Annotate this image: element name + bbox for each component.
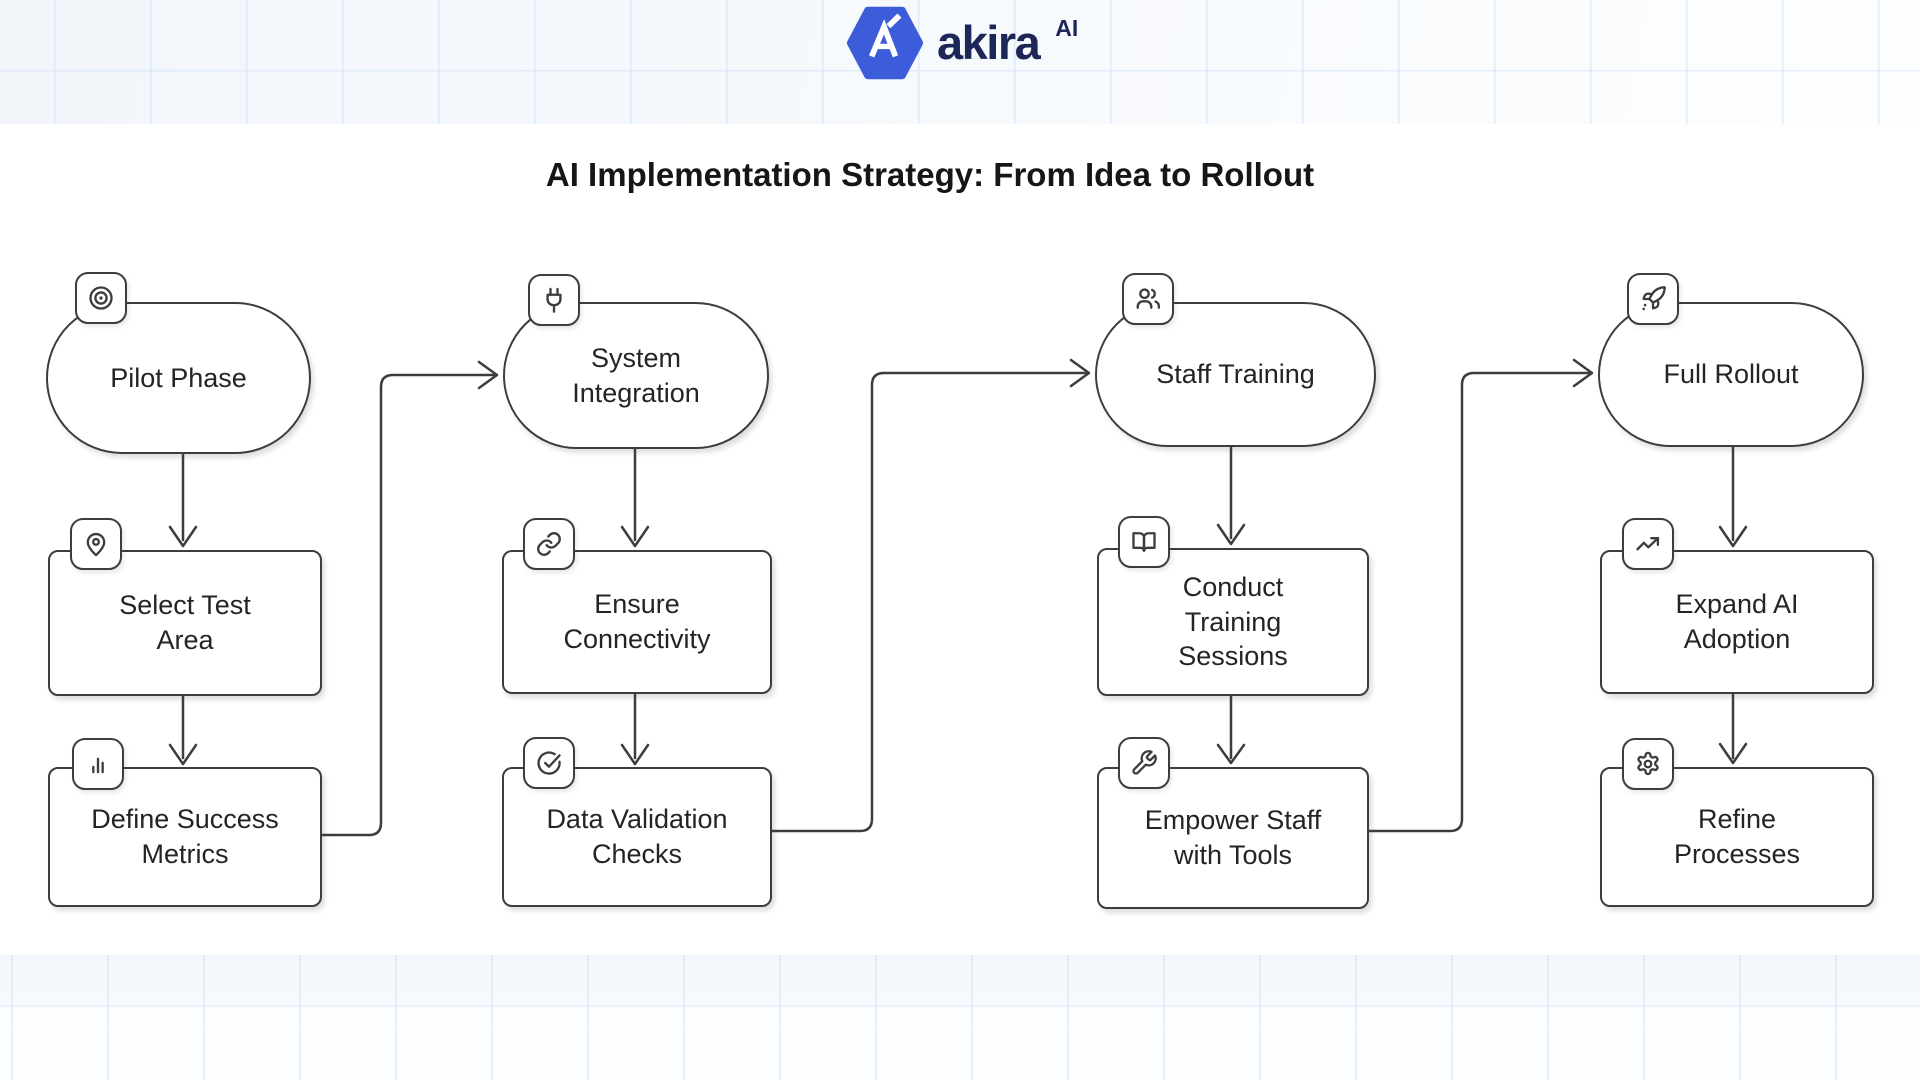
book-open-icon xyxy=(1132,532,1156,552)
diagram-title: AI Implementation Strategy: From Idea to… xyxy=(545,156,1315,193)
step-icon-badge xyxy=(1622,738,1674,790)
node-label: Conduct Training Sessions xyxy=(1178,572,1288,672)
connector-define-to-system xyxy=(316,360,499,837)
stage-icon-badge xyxy=(528,274,580,326)
stage-icon-badge xyxy=(75,272,127,324)
arrow-expand-to-refine xyxy=(1718,690,1748,765)
brand-logo: akira AI xyxy=(846,3,1078,83)
step-node-conduct-training-sessions: Conduct Training Sessions xyxy=(1097,548,1369,696)
step-node-refine-processes: Refine Processes xyxy=(1600,767,1874,907)
step-node-define-success-metrics: Define Success Metrics xyxy=(48,767,322,907)
step-icon-badge xyxy=(523,518,575,570)
stage-icon-badge xyxy=(1122,273,1174,325)
step-icon-badge xyxy=(523,737,575,789)
step-node-select-test-area: Select Test Area xyxy=(48,550,322,696)
step-node-data-validation-checks: Data Validation Checks xyxy=(502,767,772,907)
wrench-icon xyxy=(1132,750,1157,775)
arrow-system-to-ensure xyxy=(620,445,650,548)
step-node-expand-ai-adoption: Expand AI Adoption xyxy=(1600,550,1874,694)
stage-node-full-rollout: Full Rollout xyxy=(1598,302,1864,447)
arrow-conduct-to-empower xyxy=(1216,692,1246,765)
step-icon-badge xyxy=(1118,737,1170,789)
node-label: Refine Processes xyxy=(1673,804,1801,869)
brand-suffix: AI xyxy=(1055,14,1079,41)
step-icon-badge xyxy=(1622,518,1674,570)
node-label: Ensure Connectivity xyxy=(563,589,711,654)
node-label: Full Rollout xyxy=(1663,359,1799,390)
stage-node-pilot-phase: Pilot Phase xyxy=(46,302,311,454)
node-label: System Integration xyxy=(572,342,700,408)
step-node-empower-staff-with-tools: Empower Staff with Tools xyxy=(1097,767,1369,909)
node-label: Pilot Phase xyxy=(110,362,247,393)
plug-icon xyxy=(546,287,562,313)
stage-icon-badge xyxy=(1627,273,1679,325)
stage-node-system-integration: System Integration xyxy=(503,302,769,449)
node-label: Staff Training xyxy=(1156,359,1315,390)
akira-hexagon-icon xyxy=(846,6,924,80)
node-label: Select Test Area xyxy=(119,590,251,655)
arrow-rollout-to-expand xyxy=(1718,443,1748,548)
top-grid-band xyxy=(0,0,1920,124)
node-label: Data Validation Checks xyxy=(546,804,728,869)
arrow-select-to-define xyxy=(168,692,198,766)
map-pin-icon xyxy=(86,532,106,557)
brand-name: akira xyxy=(937,16,1041,69)
connector-validation-to-staff xyxy=(766,358,1091,833)
bottom-grid-band xyxy=(0,955,1920,1080)
step-icon-badge xyxy=(1118,516,1170,568)
rocket-icon xyxy=(1642,286,1666,311)
step-icon-badge xyxy=(72,738,124,790)
node-label: Define Success Metrics xyxy=(91,804,279,869)
target-icon xyxy=(89,286,113,310)
arrow-ensure-to-validation xyxy=(620,690,650,766)
arrow-pilot-to-select xyxy=(168,450,198,548)
link-icon xyxy=(537,532,561,556)
users-icon xyxy=(1136,288,1161,309)
arrow-staff-to-conduct xyxy=(1216,443,1246,546)
stage-node-staff-training: Staff Training xyxy=(1095,302,1376,447)
step-icon-badge xyxy=(70,518,122,570)
node-label: Empower Staff with Tools xyxy=(1144,805,1322,870)
step-node-ensure-connectivity: Ensure Connectivity xyxy=(502,550,772,694)
gear-icon xyxy=(1637,751,1659,776)
bar-chart-icon xyxy=(92,757,104,774)
connector-empower-to-rollout xyxy=(1363,358,1594,833)
trending-up-icon xyxy=(1636,537,1660,551)
node-label: Expand AI Adoption xyxy=(1675,589,1799,654)
check-circle-icon xyxy=(537,751,561,775)
